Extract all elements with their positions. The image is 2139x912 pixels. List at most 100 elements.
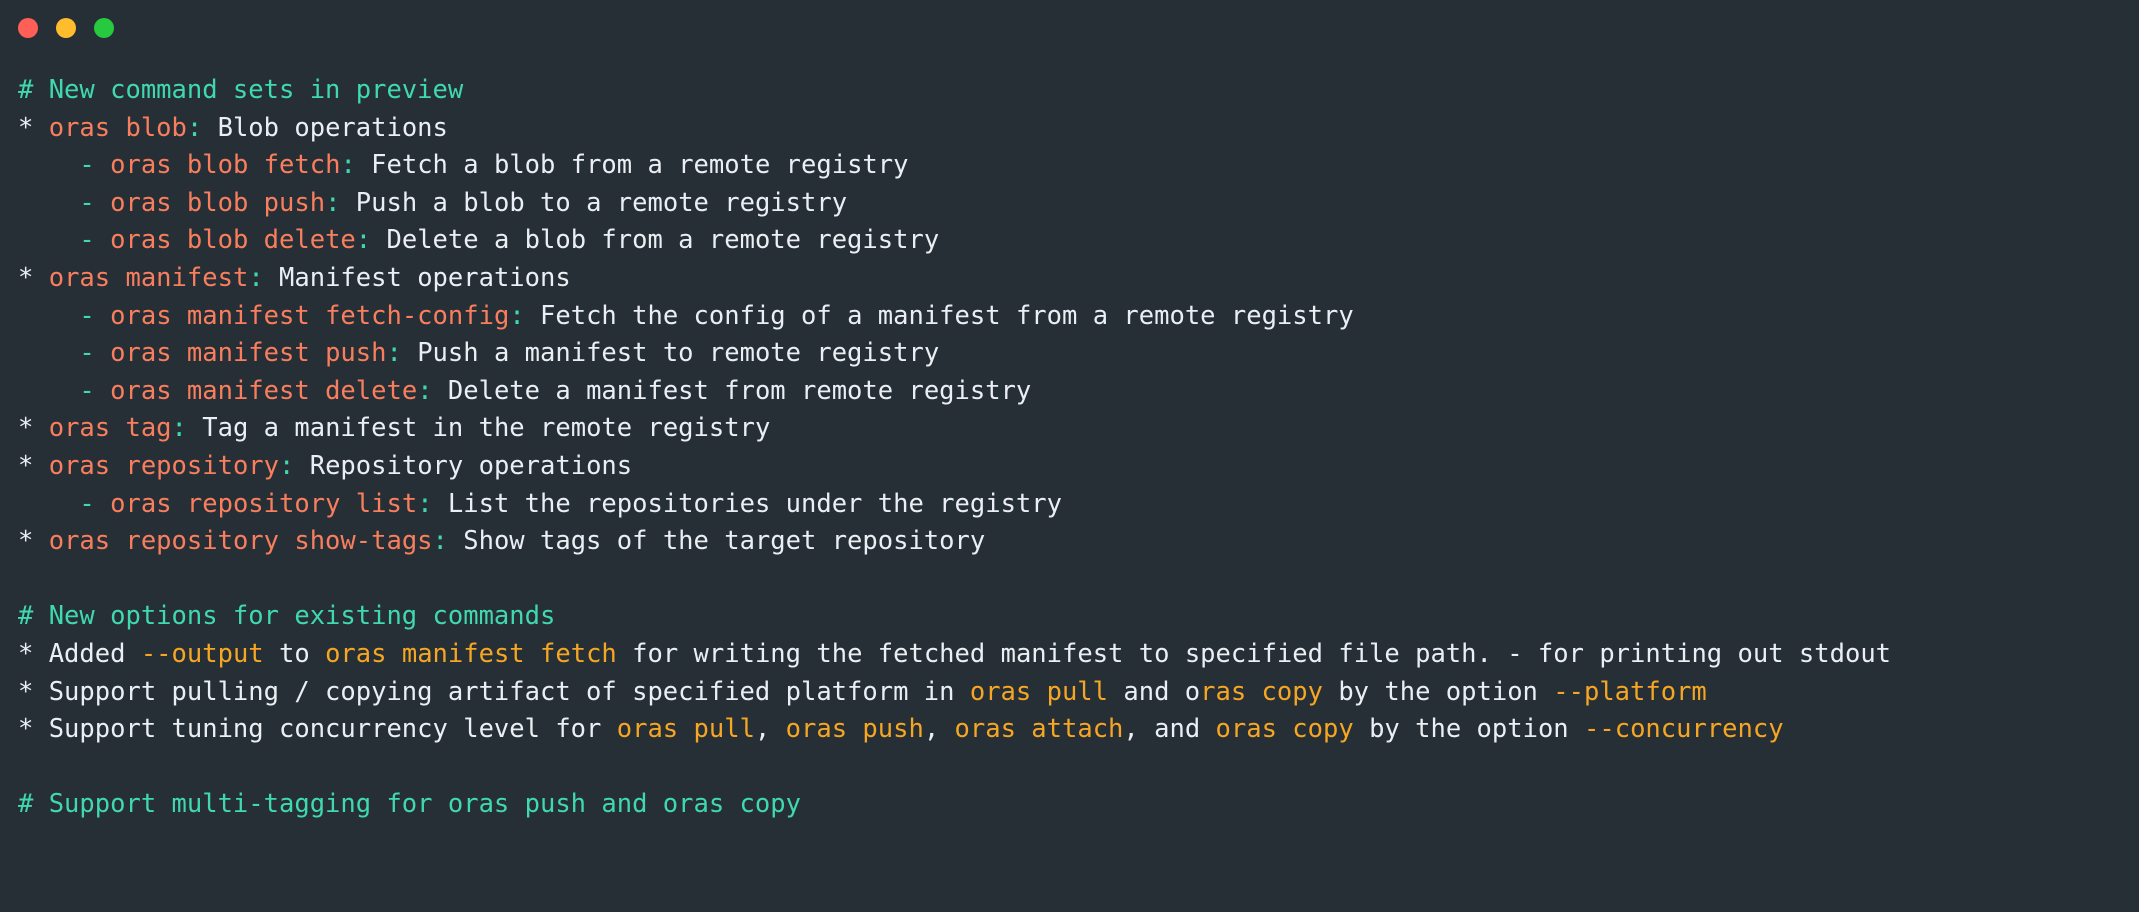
token <box>95 301 110 331</box>
spacer-1 <box>18 561 2139 599</box>
cmd-oras-blob-delete: - oras blob delete: Delete a blob from a… <box>18 222 2139 260</box>
token: oras repository <box>48 450 280 481</box>
token: for writing the fetched manifest to spec… <box>616 638 1892 669</box>
token: oras manifest delete <box>110 375 418 406</box>
token <box>18 752 33 782</box>
token <box>95 225 110 255</box>
token: : <box>417 488 433 519</box>
token: : <box>355 225 372 256</box>
maximize-button[interactable] <box>94 18 114 38</box>
token: Manifest operations <box>263 262 571 293</box>
token: : <box>171 413 187 444</box>
opt-concurrency: * Support tuning concurrency level for o… <box>18 711 2139 749</box>
token <box>95 376 110 406</box>
token: oras blob fetch <box>110 150 341 181</box>
token: * Support pulling / copying artifact of … <box>18 676 970 707</box>
token <box>18 150 79 180</box>
token: oras repository show-tags <box>48 526 433 557</box>
token: : <box>386 338 402 369</box>
cmd-oras-blob: * oras blob: Blob operations <box>18 110 2139 148</box>
token: * <box>18 526 49 557</box>
token: * Support tuning concurrency level for <box>18 714 617 745</box>
cmd-oras-repository-show-tags: * oras repository show-tags: Show tags o… <box>18 523 2139 561</box>
cmd-oras-repository: * oras repository: Repository operations <box>18 448 2139 486</box>
token: oras blob push <box>110 187 326 218</box>
token: oras manifest push <box>110 338 387 369</box>
token: : <box>417 375 433 406</box>
cmd-oras-blob-push: - oras blob push: Push a blob to a remot… <box>18 185 2139 223</box>
token: Repository operations <box>294 450 633 481</box>
window-titlebar <box>0 0 2139 56</box>
token: : <box>248 262 264 293</box>
heading-new-options: # New options for existing commands <box>18 598 2139 636</box>
cmd-oras-manifest: * oras manifest: Manifest operations <box>18 260 2139 298</box>
token: - <box>79 300 95 331</box>
token: - <box>79 488 95 519</box>
cmd-oras-manifest-delete: - oras manifest delete: Delete a manifes… <box>18 373 2139 411</box>
token: * Added <box>18 638 141 669</box>
token: oras manifest fetch-config <box>110 300 510 331</box>
token: Push a blob to a remote registry <box>340 187 848 218</box>
token: --concurrency <box>1584 714 1784 745</box>
token: oras copy <box>1215 714 1354 745</box>
token: oras tag <box>48 413 172 444</box>
token: to <box>263 638 326 669</box>
token <box>18 188 79 218</box>
opt-platform: * Support pulling / copying artifact of … <box>18 674 2139 712</box>
token <box>18 225 79 255</box>
token: : <box>186 112 203 143</box>
minimize-button[interactable] <box>56 18 76 38</box>
token: Fetch the config of a manifest from a re… <box>524 300 1354 331</box>
token: and o <box>1108 676 1201 707</box>
token: Tag a manifest in the remote registry <box>186 413 771 444</box>
token: : <box>279 450 295 481</box>
token: , <box>754 714 786 745</box>
token: * <box>18 112 49 143</box>
token: --output <box>140 638 264 669</box>
token: - <box>79 225 95 256</box>
token: : <box>325 187 341 218</box>
token: : <box>432 526 448 557</box>
token: Show tags of the target repository <box>447 526 986 557</box>
token <box>18 338 79 368</box>
token: oras push <box>785 714 924 745</box>
token <box>95 489 110 519</box>
token <box>18 489 79 519</box>
heading-new-command-sets: # New command sets in preview <box>18 72 2139 110</box>
token: ras copy <box>1200 676 1323 707</box>
token: --platform <box>1553 676 1707 707</box>
cmd-oras-manifest-push: - oras manifest push: Push a manifest to… <box>18 335 2139 373</box>
cmd-oras-repository-list: - oras repository list: List the reposit… <box>18 486 2139 524</box>
token: , and <box>1123 714 1216 745</box>
close-button[interactable] <box>18 18 38 38</box>
token: oras blob delete <box>110 225 356 256</box>
cmd-oras-manifest-fetch-config: - oras manifest fetch-config: Fetch the … <box>18 298 2139 336</box>
token: oras manifest <box>48 262 249 293</box>
opt-output: * Added --output to oras manifest fetch … <box>18 636 2139 674</box>
window-controls <box>18 18 114 38</box>
token <box>95 188 110 218</box>
token <box>95 338 110 368</box>
token <box>18 301 79 331</box>
token: oras manifest fetch <box>325 638 617 669</box>
token: Delete a blob from a remote registry <box>371 225 940 256</box>
cmd-oras-blob-fetch: - oras blob fetch: Fetch a blob from a r… <box>18 147 2139 185</box>
token: Fetch a blob from a remote registry <box>355 150 909 181</box>
token: - <box>79 187 95 218</box>
spacer-2 <box>18 749 2139 787</box>
token: List the repositories under the registry <box>432 488 1062 519</box>
token: - <box>79 375 95 406</box>
token: # New command sets in preview <box>18 75 464 105</box>
token: * <box>18 262 49 293</box>
terminal-output[interactable]: # New command sets in preview * oras blob… <box>0 56 2139 824</box>
token: * <box>18 450 49 481</box>
token: oras blob <box>48 112 187 143</box>
token: # Support multi-tagging for oras push an… <box>18 789 801 820</box>
token: oras repository list <box>110 488 418 519</box>
token: Blob operations <box>202 112 448 143</box>
token: : <box>340 150 356 181</box>
token: : <box>509 300 525 331</box>
token: , <box>923 714 955 745</box>
token <box>95 150 110 180</box>
